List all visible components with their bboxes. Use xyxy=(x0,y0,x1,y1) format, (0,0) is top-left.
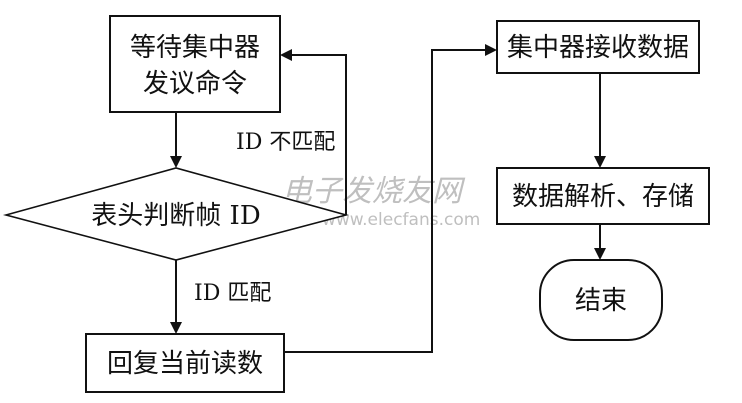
watermark-cn: 电子发烧友网 xyxy=(282,174,466,209)
edges xyxy=(170,44,606,353)
edge-mismatch-loop xyxy=(280,49,347,215)
node-reply-reading-label: 回复当前读数 xyxy=(107,349,263,379)
edge-reply-to-receive xyxy=(284,44,497,353)
node-receive-data-label: 集中器接收数据 xyxy=(507,33,689,63)
node-wait-command-line2: 发议命令 xyxy=(143,69,247,99)
node-wait-command: 等待集中器 发议命令 xyxy=(109,15,281,113)
node-receive-data: 集中器接收数据 xyxy=(496,20,700,74)
edge-label-id-mismatch: ID 不匹配 xyxy=(236,130,335,155)
node-reply-reading: 回复当前读数 xyxy=(85,333,285,393)
node-check-id-label: 表头判断帧 ID xyxy=(91,201,260,231)
node-check-id: 表头判断帧 ID xyxy=(2,167,350,261)
node-parse-store-label: 数据解析、存储 xyxy=(512,182,694,212)
node-wait-command-line1: 等待集中器 xyxy=(130,33,260,63)
node-end-label: 结束 xyxy=(575,286,627,316)
edge-label-id-match: ID 匹配 xyxy=(194,281,271,306)
node-end: 结束 xyxy=(539,259,663,341)
node-parse-store: 数据解析、存储 xyxy=(496,167,710,225)
watermark-en: www.elecfans.com xyxy=(322,210,480,230)
watermark: 电子发烧友网 www.elecfans.com xyxy=(282,174,480,230)
